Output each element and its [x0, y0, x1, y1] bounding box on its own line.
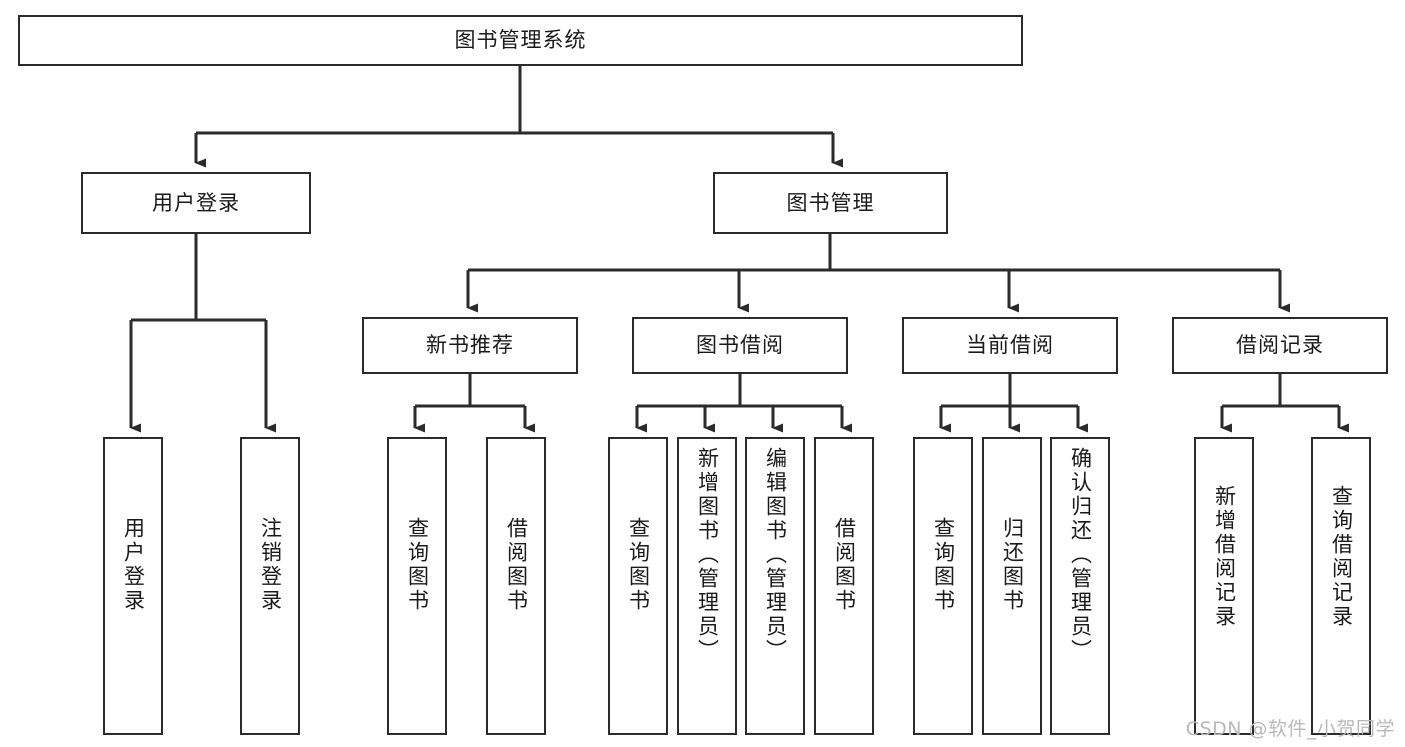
node-book-borrow[interactable]: 图书借阅: [632, 317, 848, 374]
node-current-borrow[interactable]: 当前借阅: [902, 317, 1118, 374]
node-leaf-edit-book-admin[interactable]: 编辑图书（管理员）: [745, 437, 805, 735]
node-label: 用户登录: [152, 190, 240, 215]
node-leaf-user-login[interactable]: 用户登录: [103, 437, 163, 735]
node-label: 注销登录: [258, 517, 283, 613]
node-label: 确认归还（管理员）: [1068, 447, 1093, 663]
node-label: 归还图书: [1000, 517, 1025, 613]
node-book-management-module[interactable]: 图书管理: [713, 172, 948, 234]
node-new-book-recommend[interactable]: 新书推荐: [362, 317, 578, 374]
node-user-login-module[interactable]: 用户登录: [81, 172, 311, 234]
node-label: 当前借阅: [966, 333, 1054, 358]
node-leaf-borrow-book[interactable]: 借阅图书: [814, 437, 874, 735]
node-label: 图书借阅: [696, 333, 784, 358]
node-label: 图书管理: [786, 190, 875, 215]
node-label: 新增借阅记录: [1212, 485, 1237, 629]
node-label: 新增图书（管理员）: [695, 447, 720, 663]
node-label: 借阅图书: [504, 517, 529, 613]
node-label: 图书管理系统: [454, 28, 587, 53]
node-label: 查询图书: [931, 517, 956, 613]
node-label: 新书推荐: [426, 333, 514, 358]
node-root-system[interactable]: 图书管理系统: [18, 15, 1023, 66]
node-label: 用户登录: [121, 517, 146, 613]
node-leaf-query-book-current[interactable]: 查询图书: [913, 437, 973, 735]
node-leaf-query-book-borrow[interactable]: 查询图书: [608, 437, 668, 735]
node-label: 编辑图书（管理员）: [763, 447, 788, 663]
node-borrow-records[interactable]: 借阅记录: [1172, 317, 1388, 374]
node-label: 查询借阅记录: [1329, 485, 1354, 629]
node-leaf-borrow-book-recommend[interactable]: 借阅图书: [486, 437, 546, 735]
node-leaf-logout[interactable]: 注销登录: [240, 437, 300, 735]
node-leaf-add-borrow-record[interactable]: 新增借阅记录: [1194, 437, 1254, 735]
csdn-watermark: CSDN @软件_小贺同学: [1185, 718, 1395, 740]
node-label: 借阅图书: [832, 517, 857, 613]
node-leaf-query-book-recommend[interactable]: 查询图书: [387, 437, 447, 735]
node-leaf-query-borrow-record[interactable]: 查询借阅记录: [1311, 437, 1371, 735]
node-leaf-add-book-admin[interactable]: 新增图书（管理员）: [677, 437, 737, 735]
node-label: 借阅记录: [1236, 333, 1324, 358]
node-label: 查询图书: [405, 517, 430, 613]
node-leaf-confirm-return-admin[interactable]: 确认归还（管理员）: [1050, 437, 1110, 735]
node-leaf-return-book[interactable]: 归还图书: [982, 437, 1042, 735]
node-label: 查询图书: [626, 517, 651, 613]
